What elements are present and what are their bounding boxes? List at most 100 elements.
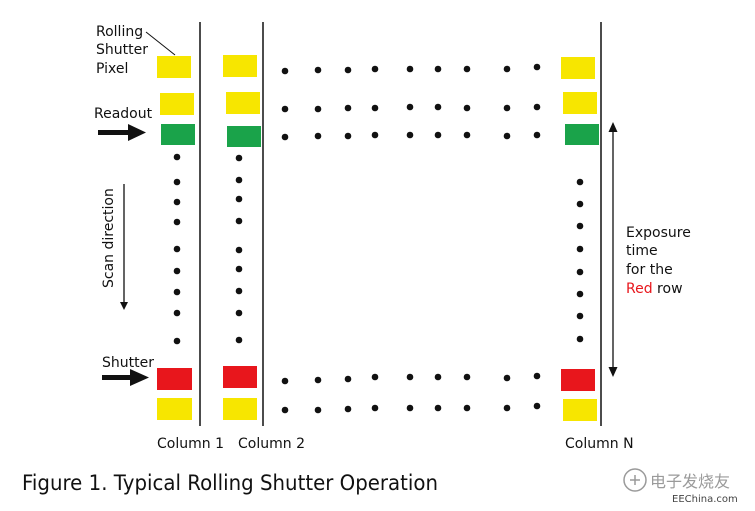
col1-vertical-dot — [173, 218, 181, 226]
column-1-label: Column 1 — [157, 436, 224, 452]
pixel-coln-readout — [565, 124, 599, 145]
col2-vertical-dot — [235, 154, 243, 162]
shutter-arrow-icon — [102, 369, 149, 386]
col1-vertical-dot — [173, 153, 181, 161]
col1-vertical-dot — [173, 178, 181, 186]
last-row-dot — [344, 405, 352, 413]
row1-dot — [503, 65, 511, 73]
col1-vertical-dot — [173, 337, 181, 345]
row3-dot — [314, 132, 322, 140]
row3-dot — [463, 131, 471, 139]
readout-arrow-icon — [98, 124, 146, 141]
shutter-row-dot — [434, 373, 442, 381]
row1-dot — [281, 67, 289, 75]
pixel-col1-last — [157, 398, 192, 420]
row2-dot — [371, 104, 379, 112]
pixel-col2-shutter — [223, 366, 257, 388]
readout-label: Readout — [94, 106, 153, 122]
row2-dot — [434, 103, 442, 111]
pixel-label-line2: Shutter — [96, 42, 148, 58]
row3-dot — [281, 133, 289, 141]
coln-vertical-dot — [576, 222, 584, 230]
pixel-coln-last — [563, 399, 597, 421]
exposure-double-arrow-icon — [608, 122, 618, 377]
row1-dot — [314, 66, 322, 74]
col1-vertical-dot — [173, 309, 181, 317]
watermark-chinese-text: 电子发烧友 — [650, 472, 730, 491]
row3-dot — [503, 132, 511, 140]
pixel-col2-readout — [227, 126, 261, 147]
col2-vertical-dot — [235, 309, 243, 317]
pixel-col1-readout — [161, 124, 195, 145]
row2-dot — [503, 104, 511, 112]
last-row-dot — [503, 404, 511, 412]
row1-dot — [463, 65, 471, 73]
coln-vertical-dot — [576, 335, 584, 343]
pixel-coln-row2 — [563, 92, 597, 114]
shutter-row-dot — [314, 376, 322, 384]
exposure-row-word: row — [653, 281, 683, 297]
coln-vertical-dot — [576, 312, 584, 320]
last-row-dot — [314, 406, 322, 414]
column-2-label: Column 2 — [238, 436, 305, 452]
col2-vertical-dot — [235, 217, 243, 225]
row3-dot — [533, 131, 541, 139]
exposure-label-line1: Exposure — [626, 225, 691, 241]
watermark: 电子发烧友 EEChina.com — [623, 468, 738, 505]
pixel-col2-row1 — [223, 55, 257, 77]
row2-dot — [463, 104, 471, 112]
exposure-label-line4: Red row — [626, 281, 683, 297]
last-row-dot — [463, 404, 471, 412]
pixel-leader-line — [145, 31, 176, 56]
shutter-row-dot — [463, 373, 471, 381]
last-row-dot — [533, 402, 541, 410]
shutter-row-dot — [344, 375, 352, 383]
row2-dot — [344, 104, 352, 112]
shutter-row-dot — [406, 373, 414, 381]
col1-vertical-dot — [173, 198, 181, 206]
scan-direction-label: Scan direction — [101, 188, 117, 288]
shutter-row-dot — [281, 377, 289, 385]
last-row-dot — [434, 404, 442, 412]
row1-dot — [533, 63, 541, 71]
coln-vertical-dot — [576, 245, 584, 253]
watermark-logo-icon — [623, 468, 647, 492]
coln-vertical-dot — [576, 268, 584, 276]
pixel-coln-row1 — [561, 57, 595, 79]
pixel-label-line3: Pixel — [96, 61, 128, 77]
last-row-dot — [281, 406, 289, 414]
shutter-row-dot — [503, 374, 511, 382]
row2-dot — [533, 103, 541, 111]
col1-vertical-dot — [173, 288, 181, 296]
coln-vertical-dot — [576, 200, 584, 208]
row1-dot — [344, 66, 352, 74]
watermark-site-text: EEChina.com — [672, 494, 738, 505]
shutter-label: Shutter — [102, 355, 154, 371]
col1-vertical-dot — [173, 267, 181, 275]
coln-vertical-dot — [576, 178, 584, 186]
shutter-row-dot — [371, 373, 379, 381]
row3-dot — [406, 131, 414, 139]
pixel-col1-row1 — [157, 56, 191, 78]
col2-vertical-dot — [235, 176, 243, 184]
col2-vertical-dot — [235, 287, 243, 295]
row1-dot — [434, 65, 442, 73]
row3-dot — [344, 132, 352, 140]
col1-vertical-dot — [173, 245, 181, 253]
exposure-label-line3: for the — [626, 262, 673, 278]
exposure-red-word: Red — [626, 281, 653, 297]
pixel-coln-shutter — [561, 369, 595, 391]
shutter-row-dot — [533, 372, 541, 380]
coln-vertical-dot — [576, 290, 584, 298]
figure-caption: Figure 1. Typical Rolling Shutter Operat… — [22, 471, 438, 495]
pixel-col1-shutter — [157, 368, 192, 390]
col2-vertical-dot — [235, 195, 243, 203]
row2-dot — [406, 103, 414, 111]
row2-dot — [281, 105, 289, 113]
pixel-label-line1: Rolling — [96, 24, 143, 40]
row3-dot — [434, 131, 442, 139]
col2-vertical-dot — [235, 336, 243, 344]
col2-vertical-dot — [235, 246, 243, 254]
